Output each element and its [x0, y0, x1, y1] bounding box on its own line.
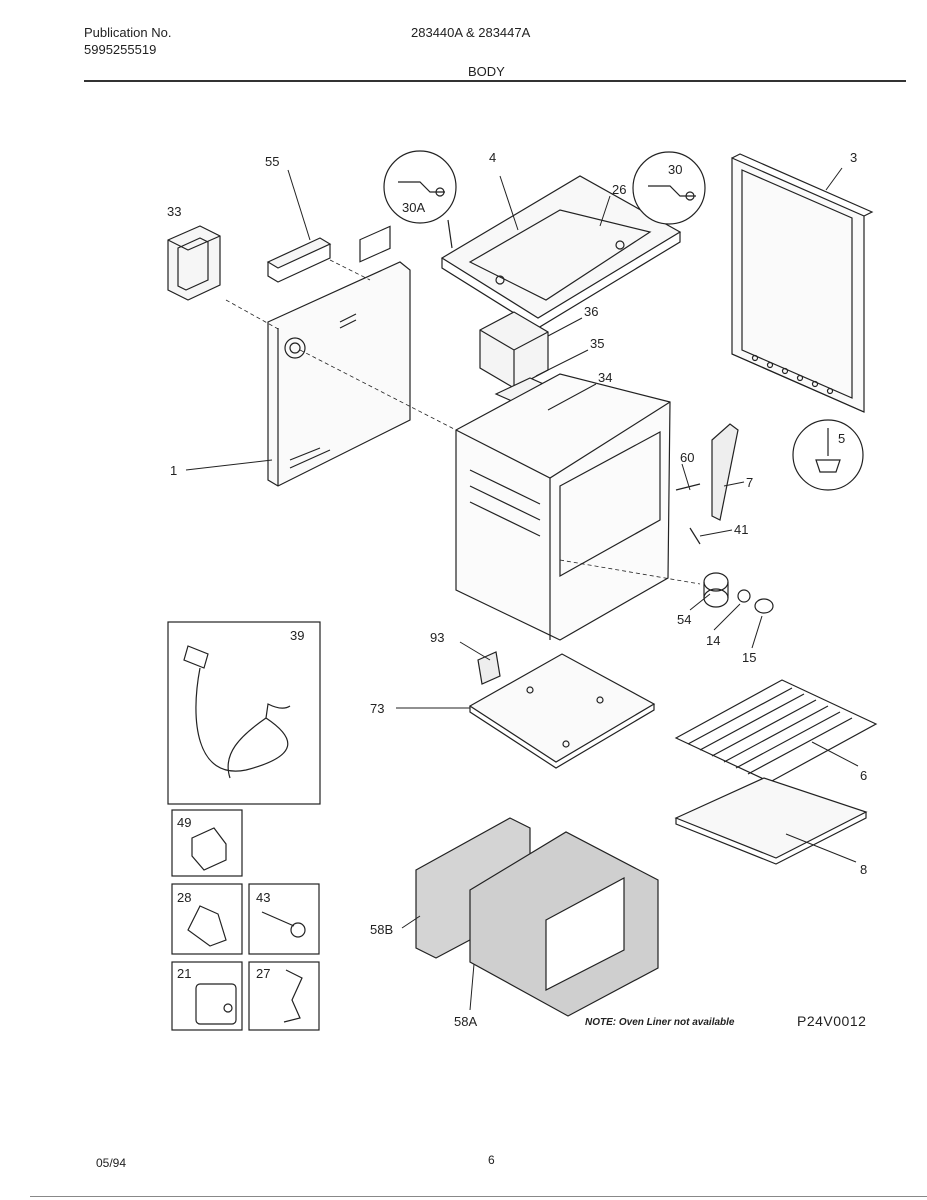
callout-41: 41	[734, 522, 748, 537]
callout-6: 6	[860, 768, 867, 783]
callout-8: 8	[860, 862, 867, 877]
part-5-leveling-leg-bubble	[792, 419, 864, 491]
callout-73: 73	[370, 701, 384, 716]
callout-93: 93	[430, 630, 444, 645]
part-49-box	[171, 809, 243, 877]
callout-5: 5	[838, 431, 845, 446]
callout-54: 54	[677, 612, 691, 627]
part-8-broiler-pan	[674, 777, 868, 865]
callout-43: 43	[256, 890, 270, 905]
part-39-cord-box	[167, 621, 321, 805]
part-21-box	[171, 961, 243, 1031]
part-1-back-panel	[267, 225, 411, 487]
part-14-ring	[737, 589, 751, 603]
oven-liner-note: NOTE: Oven Liner not available	[585, 1017, 735, 1028]
part-4-top-panel	[440, 175, 682, 329]
callout-30: 30	[668, 162, 682, 177]
part-55-strip	[266, 237, 332, 283]
callout-58a: 58A	[454, 1014, 477, 1029]
part-6-oven-rack	[674, 679, 878, 783]
part-60-pin	[675, 483, 701, 491]
callout-33: 33	[167, 204, 181, 219]
header-rule	[84, 80, 906, 82]
page-number: 6	[488, 1153, 495, 1167]
callout-26: 26	[612, 182, 626, 197]
publication-label: Publication No.	[84, 25, 172, 40]
footer-rule	[30, 1196, 927, 1197]
part-27-box	[248, 961, 320, 1031]
callout-15: 15	[742, 650, 756, 665]
part-7-hinge	[711, 423, 739, 521]
callout-49: 49	[177, 815, 191, 830]
part-callouts: 55 33 4 30A 30 26 3 36 35 34 1 5 60 7 41…	[167, 150, 867, 1029]
part-30a-detail-bubble	[383, 150, 457, 249]
part-36-duct	[479, 311, 549, 389]
callout-55: 55	[265, 154, 279, 169]
callout-1: 1	[170, 463, 177, 478]
section-title: BODY	[468, 64, 505, 79]
part-43-box	[248, 883, 320, 955]
footer-date: 05/94	[96, 1156, 127, 1170]
part-3-frame	[731, 153, 874, 413]
callout-58b: 58B	[370, 922, 393, 937]
part-73-bottom-panel	[468, 653, 656, 769]
part-33-bracket	[167, 225, 221, 301]
figure-id: P24V0012	[797, 1013, 867, 1029]
part-54-socket	[703, 572, 729, 608]
callout-39: 39	[290, 628, 304, 643]
callout-30a: 30A	[402, 200, 425, 215]
callout-14: 14	[706, 633, 720, 648]
callout-34: 34	[598, 370, 612, 385]
assembly-dashed-lines	[225, 259, 701, 585]
part-41-screw	[689, 527, 701, 545]
oven-body	[455, 373, 671, 641]
part-30-detail-bubble	[632, 151, 706, 225]
callout-21: 21	[177, 966, 191, 981]
callout-35: 35	[590, 336, 604, 351]
part-58-insulation	[415, 817, 659, 1017]
publication-number: 5995255519	[84, 42, 157, 57]
model-numbers: 283440A & 283447A	[411, 25, 531, 40]
part-15-bulb	[754, 598, 774, 614]
callout-4: 4	[489, 150, 496, 165]
callout-36: 36	[584, 304, 598, 319]
callout-60: 60	[680, 450, 694, 465]
callout-3: 3	[850, 150, 857, 165]
leader-lines	[185, 167, 859, 1011]
part-28-box	[171, 883, 243, 955]
callout-28: 28	[177, 890, 191, 905]
callout-27: 27	[256, 966, 270, 981]
part-93-switch	[477, 651, 501, 685]
callout-7: 7	[746, 475, 753, 490]
